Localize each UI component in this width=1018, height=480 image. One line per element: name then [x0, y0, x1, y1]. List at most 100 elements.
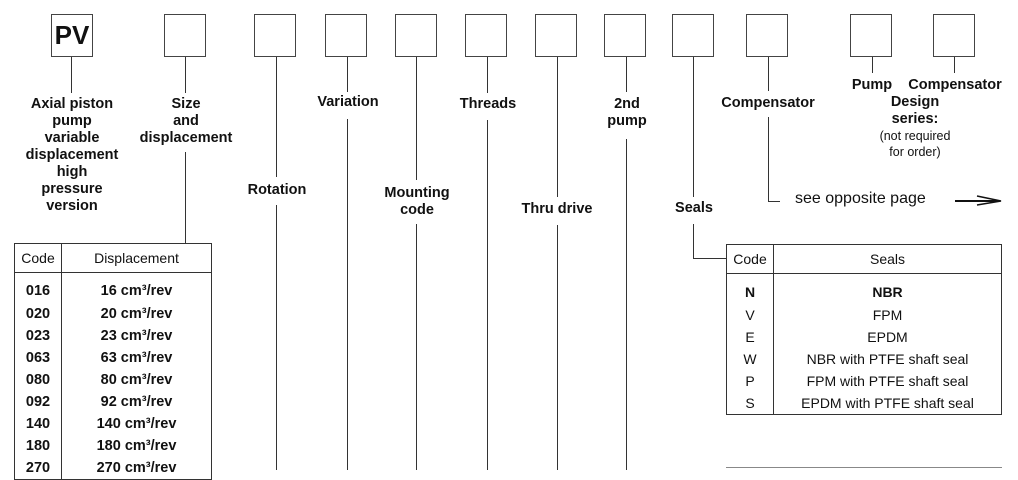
label-line: Axial piston — [30, 96, 114, 112]
connector-seals-bottom — [693, 224, 694, 259]
connector-mounting-bottom — [416, 224, 417, 470]
connector-thru-drive-bottom — [557, 225, 558, 470]
label-pv: Axial piston pump variable displacement … — [26, 96, 119, 215]
value-cell: 16 cm³/rev — [61, 272, 212, 303]
code-cell: 063 — [25, 349, 51, 366]
label-line: series: — [891, 111, 939, 127]
code-cell: 023 — [25, 327, 51, 344]
label-line: Thru drive — [521, 201, 593, 217]
label-line: Variation — [317, 94, 379, 110]
label-line: code — [400, 202, 434, 218]
value-cell: FPM — [773, 303, 1002, 326]
label-pump-design: Pump — [852, 77, 892, 94]
label-line: variable — [44, 130, 100, 146]
label-line: pressure — [41, 181, 103, 197]
label-line: Design — [890, 94, 940, 110]
table-row: V FPM — [727, 303, 1002, 326]
connector-compensator-bottom — [768, 117, 769, 202]
code-box-compensator[interactable] — [746, 14, 788, 57]
code-box-compensator-design[interactable] — [933, 14, 975, 57]
connector-seals-top — [693, 57, 694, 197]
code-box-seals[interactable] — [672, 14, 714, 57]
code-cell: 080 — [25, 371, 51, 388]
code-cell: P — [745, 372, 755, 389]
code-box-mounting[interactable] — [395, 14, 437, 57]
table-row: 080 80 cm³/rev — [15, 368, 212, 391]
value-cell: 80 cm³/rev — [61, 368, 212, 391]
table-header-row: Code Displacement — [14, 243, 212, 273]
connector-compensator-horizontal — [768, 201, 780, 202]
column-header: Seals — [773, 244, 1002, 274]
value-cell: 23 cm³/rev — [61, 324, 212, 347]
label-line: Mounting — [384, 185, 450, 201]
connector-seals-horizontal — [693, 258, 726, 259]
connector-compensator-top — [768, 57, 769, 91]
value-cell: EPDM — [773, 325, 1002, 348]
connector-variation-top — [347, 57, 348, 92]
design-series-note: for order) — [889, 145, 941, 159]
value-cell: 20 cm³/rev — [61, 302, 212, 325]
label-size: Size and displacement — [140, 96, 233, 147]
connector-compensator-design — [954, 57, 955, 73]
label-line: high — [56, 164, 88, 180]
code-box-variation[interactable] — [325, 14, 367, 57]
code-box-rotation[interactable] — [254, 14, 296, 57]
value-cell: 180 cm³/rev — [61, 434, 212, 457]
value-cell: 92 cm³/rev — [61, 390, 212, 413]
connector-variation-bottom — [347, 119, 348, 470]
connector-pv — [71, 57, 72, 93]
design-series-note: (not required — [879, 129, 951, 143]
code-box-size[interactable] — [164, 14, 206, 57]
connector-threads-top — [487, 57, 488, 93]
connector-second-pump-bottom — [626, 139, 627, 470]
next-table-top-border — [726, 467, 1002, 468]
label-line: Compensator — [721, 95, 815, 111]
code-cell: N — [744, 283, 756, 300]
code-cell: E — [745, 328, 755, 345]
connector-mounting-top — [416, 57, 417, 180]
code-box-thru-drive[interactable] — [535, 14, 577, 57]
connector-size-top — [185, 57, 186, 93]
column-header: Code — [726, 244, 774, 274]
label-line: Compensator — [908, 77, 1002, 93]
label-rotation: Rotation — [248, 182, 307, 199]
label-line: Seals — [675, 200, 713, 216]
code-cell: W — [743, 350, 757, 367]
code-box-pv: PV — [51, 14, 93, 57]
code-cell: 020 — [25, 305, 51, 322]
code-cell: 092 — [25, 393, 51, 410]
label-line: Size — [171, 96, 201, 112]
label-second-pump: 2nd pump — [607, 96, 646, 130]
connector-size-bottom — [185, 152, 186, 244]
label-design-series: Design series: (not required for order) — [880, 94, 951, 160]
label-line: pump — [607, 113, 647, 129]
code-box-threads[interactable] — [465, 14, 507, 57]
value-cell: 63 cm³/rev — [61, 346, 212, 369]
code-cell: V — [745, 306, 755, 323]
table-header-row: Code Seals — [726, 244, 1002, 274]
label-line: Threads — [459, 96, 517, 112]
value-cell: 140 cm³/rev — [61, 412, 212, 435]
table-row: 092 92 cm³/rev — [15, 390, 212, 413]
code-box-second-pump[interactable] — [604, 14, 646, 57]
label-compensator: Compensator — [721, 95, 814, 112]
label-line: 2nd — [614, 96, 640, 112]
label-line: Pump — [851, 77, 893, 93]
label-line: displacement — [139, 130, 233, 146]
code-box-pump-design[interactable] — [850, 14, 892, 57]
column-header: Displacement — [61, 243, 212, 273]
connector-threads-bottom — [487, 120, 488, 470]
connector-rotation-top — [276, 57, 277, 177]
connector-pump-design — [872, 57, 873, 73]
code-cell: 140 — [25, 415, 51, 432]
table-row: 140 140 cm³/rev — [15, 412, 212, 435]
code-cell: S — [745, 394, 755, 411]
label-threads: Threads — [460, 96, 516, 113]
table-row: 020 20 cm³/rev — [15, 302, 212, 325]
